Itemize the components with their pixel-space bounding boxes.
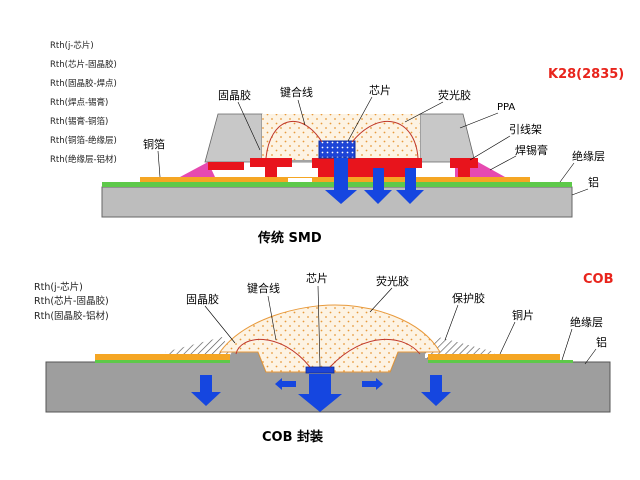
smd-lead-frame-center-base [318, 168, 416, 177]
cob-rth-0: Rth(j-芯片) [34, 281, 83, 293]
smd-lead-frame-right [450, 158, 478, 168]
cob-insulation-right [428, 360, 573, 363]
cob-rth-2: Rth(固晶胶-铝材) [34, 310, 109, 322]
smd-title: K28(2835) [548, 67, 624, 82]
smd-caption: 传统 SMD [257, 230, 322, 246]
smd-label-solder-paste: 焊锡膏 [515, 143, 548, 157]
smd-solder-left [180, 162, 215, 177]
smd-label-phosphor: 荧光胶 [438, 88, 471, 102]
smd-rth-5: Rth(铜箔-绝缘层) [50, 135, 117, 146]
cob-arrow-lateral-right [362, 378, 383, 390]
cob-label-phosphor: 荧光胶 [376, 274, 409, 288]
smd-rth-4: Rth(锡膏-铜箔) [50, 116, 108, 127]
smd-lead-frame-2-leg [265, 167, 277, 177]
cob-bond-wire-right [329, 338, 421, 368]
cob-label-die-attach: 固晶胶 [186, 292, 219, 306]
smd-gap [288, 178, 312, 182]
smd-label-die-attach: 固晶胶 [218, 88, 251, 102]
cob-bond-wire-left [235, 338, 311, 368]
cob-heat-arrows [191, 374, 451, 412]
cob-arrow-center [298, 374, 342, 412]
smd-label-ppa: PPA [497, 102, 515, 113]
cob-label-copper: 铜片 [512, 308, 534, 322]
smd-lead-frame-1 [208, 162, 244, 170]
cob-labels: 固晶胶 键合线 芯片 荧光胶 保护胶 铜片 绝缘层 铝 [186, 271, 607, 368]
smd-bond-wire-left [265, 121, 323, 159]
cob-protective-right [425, 337, 495, 358]
smd-bond-wire-right [351, 121, 419, 159]
smd-arrow-center [325, 158, 357, 204]
smd-rth-list: Rth(j-芯片) Rth(芯片-固晶胶) Rth(固晶胶-焊点) Rth(焊点… [50, 40, 117, 165]
cob-caption: COB 封装 [262, 429, 323, 445]
cob-label-protective: 保护胶 [452, 291, 485, 305]
cob-copper-right [428, 354, 560, 360]
smd-label-lead-frame: 引线架 [509, 122, 542, 136]
smd-rth-0: Rth(j-芯片) [50, 40, 94, 51]
smd-label-copper-foil: 铜箔 [143, 137, 165, 151]
cob-arrow-lateral-left [275, 378, 296, 390]
cob-arrow-right [421, 375, 451, 406]
smd-label-bond-wire: 键合线 [280, 85, 313, 99]
smd-lead-frame-2 [250, 158, 292, 167]
cob-chip [305, 366, 335, 374]
smd-lead-frame-center [312, 158, 422, 168]
smd-arrow-right [396, 168, 424, 204]
cob-phosphor-dome [219, 304, 441, 373]
smd-rth-3: Rth(焊点-锡膏) [50, 97, 108, 108]
cob-insulation-left [95, 360, 230, 363]
cob-arrow-left [191, 375, 221, 406]
cob-title: COB [583, 272, 614, 287]
cob-copper-left [95, 354, 230, 360]
smd-phosphor-fill [262, 114, 420, 160]
smd-label-chip: 芯片 [369, 83, 391, 97]
smd-rth-6: Rth(绝缘层-铝材) [50, 154, 117, 165]
cob-label-aluminum: 铝 [596, 335, 607, 349]
cob-protective-left [165, 337, 232, 358]
cob-label-insulation: 绝缘层 [570, 315, 603, 329]
cob-label-chip: 芯片 [306, 271, 328, 285]
smd-label-aluminum: 铝 [588, 175, 599, 189]
smd-labels: 固晶胶 键合线 芯片 荧光胶 PPA 引线架 焊锡膏 铜箔 绝缘层 铝 [143, 83, 605, 196]
smd-heat-arrows [325, 158, 424, 204]
smd-arrow-mid [364, 168, 392, 204]
cob-label-bond-wire: 键合线 [247, 281, 280, 295]
smd-label-insulation: 绝缘层 [572, 149, 605, 163]
cob-rth-list: Rth(j-芯片) Rth(芯片-固晶胶) Rth(固晶胶-铝材) [34, 281, 109, 322]
smd-chip [318, 140, 356, 159]
smd-lead-frame-right-leg [458, 168, 470, 177]
cob-rth-1: Rth(芯片-固晶胶) [34, 295, 109, 307]
smd-rth-1: Rth(芯片-固晶胶) [50, 59, 117, 70]
smd-rth-2: Rth(固晶胶-焊点) [50, 78, 117, 89]
